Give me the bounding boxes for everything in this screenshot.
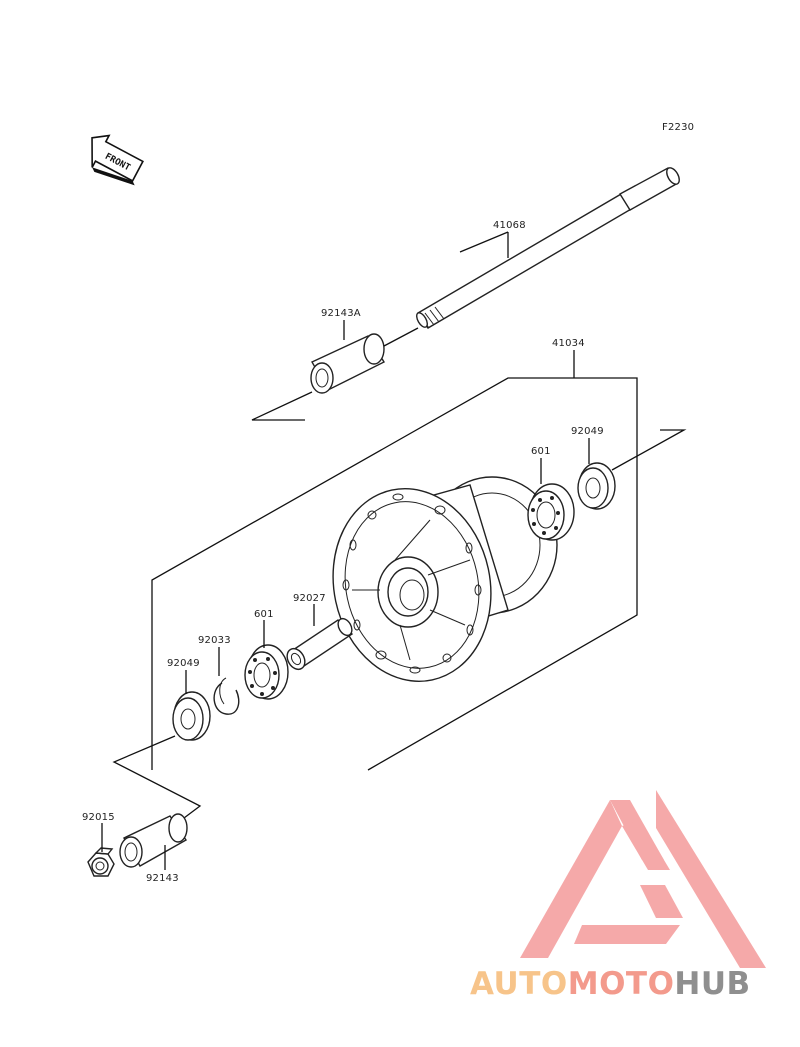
automotohub-logo-icon [520,790,766,968]
label-seal-right: 92049 [571,426,604,437]
circlip-part [213,677,240,715]
svg-text:AUTOMOTOHUB: AUTOMOTOHUB [470,966,751,1002]
front-arrow-icon: FRONT [91,134,144,186]
seal-right-part [577,462,616,510]
seal-left-part [172,691,211,741]
label-axle: 41068 [493,220,526,231]
figure-code: F2230 [662,122,694,133]
collar-right-part [310,333,385,394]
spacer-part [286,617,354,671]
hub-assembly-bracket [151,377,638,771]
bearing-right-part [527,483,575,541]
axle-part [416,167,680,329]
label-nut: 92015 [82,812,115,823]
label-seal-left: 92049 [167,658,200,669]
label-spacer: 92027 [293,593,326,604]
bearing-left-part [244,644,289,700]
label-collar-right: 92143A [321,308,361,319]
label-hub-assembly: 41034 [552,338,585,349]
label-bearing-right: 601 [531,446,551,457]
automotohub-wordmark: AUTOMOTOHUB [470,966,751,1002]
label-circlip: 92033 [198,635,231,646]
wordmark-auto: AUTO [470,966,568,1002]
nut-part [87,847,115,877]
wordmark-hub: HUB [674,966,750,1002]
collar-left-part [119,813,188,868]
wheel-hub-part [332,476,558,682]
label-bearing-left: 601 [254,609,274,620]
wordmark-moto: MOTO [568,966,675,1002]
label-collar-left: 92143 [146,873,179,884]
